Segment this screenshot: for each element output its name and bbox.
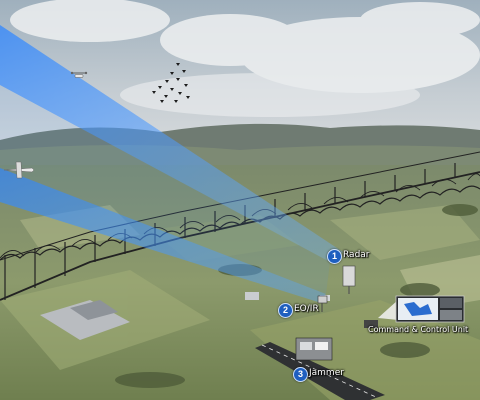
drone-swarm-icon <box>152 63 190 103</box>
jammer-callout-label: Jammer <box>309 368 344 378</box>
tree-clusters <box>115 204 478 388</box>
radar-unit-icon <box>342 265 356 294</box>
clouds <box>10 0 480 117</box>
radar-callout-label: Radar <box>343 250 370 260</box>
eo-ir-callout-badge: 2 <box>278 303 293 318</box>
radar-beam <box>0 25 343 262</box>
drone-icon <box>70 71 88 78</box>
eo-ir-callout-label: EO/IR <box>294 304 319 314</box>
command-control-unit-icon <box>364 295 465 328</box>
fixed-wing-drone-icon <box>3 161 35 179</box>
command-control-unit-label: Command & Control Unit <box>368 325 469 334</box>
jammer-unit-icon <box>295 337 333 361</box>
facility-buildings <box>40 292 330 340</box>
beam-overlap <box>0 85 330 294</box>
jammer-callout-badge: 3 <box>293 367 308 382</box>
radar-callout-badge: 1 <box>327 249 342 264</box>
runway <box>255 342 385 400</box>
eo-ir-camera-icon <box>317 295 328 312</box>
eo-ir-beam <box>0 168 326 302</box>
